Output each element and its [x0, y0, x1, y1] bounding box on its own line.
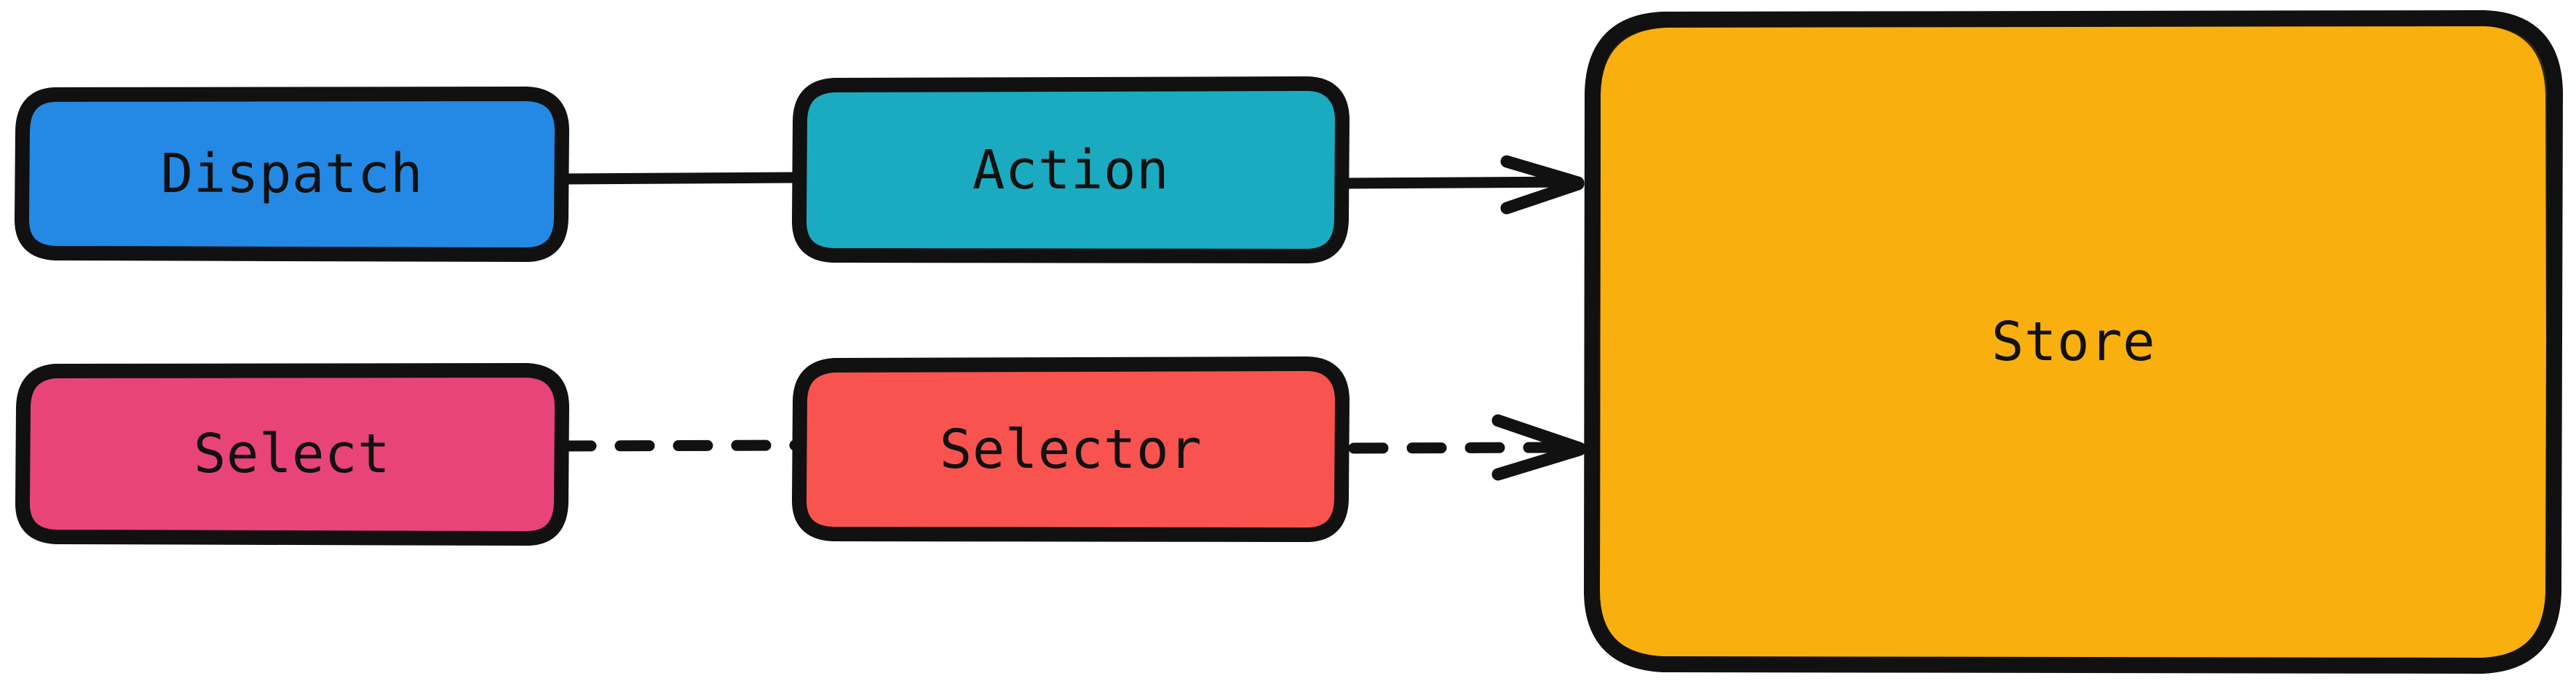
arrowhead-upper-barb [1500, 155, 1585, 189]
selector-shape [792, 357, 1350, 542]
arrowhead-upper-barb [1491, 414, 1586, 455]
action-shape [792, 76, 1350, 263]
node-selector[interactable] [792, 357, 1350, 542]
node-select[interactable] [15, 363, 569, 546]
arrowhead-lower-barb [1491, 443, 1586, 481]
node-store[interactable] [1583, 10, 2563, 674]
arrowhead-lower-barb [1500, 178, 1585, 215]
select-shape [15, 363, 569, 546]
node-action[interactable] [792, 76, 1350, 263]
edge-action-to-store [1337, 155, 1585, 215]
edge-dispatch-to-action [556, 172, 804, 185]
dispatch-shape [15, 87, 569, 262]
store-shape [1583, 10, 2563, 674]
node-dispatch[interactable] [15, 87, 569, 262]
edge-selector-to-store [1348, 414, 1586, 481]
edge-select-to-selector [556, 439, 804, 452]
